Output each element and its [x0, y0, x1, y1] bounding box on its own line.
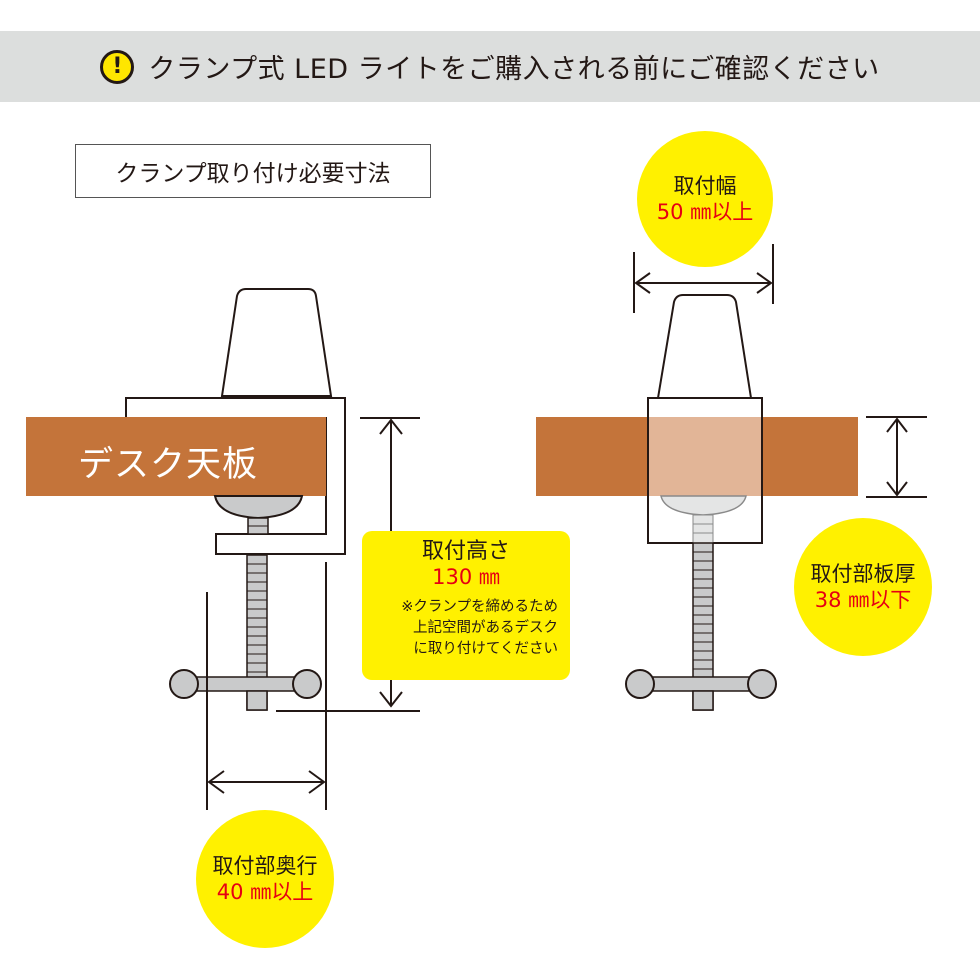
thickness-label: 取付部板厚	[810, 561, 916, 586]
section-title: クランプ取り付け必要寸法	[75, 144, 431, 198]
depth-label: 取付部奥行	[212, 853, 318, 878]
thickness-value: 38 ㎜以下	[814, 588, 912, 612]
note-line: に取り付けてください	[413, 641, 558, 658]
thickness-dimension	[866, 416, 927, 498]
front-view-clamp	[536, 294, 858, 711]
banner-title: クランプ式 LED ライトをご購入される前にご確認ください	[148, 54, 880, 85]
width-callout: 取付幅 50 ㎜以上	[637, 131, 773, 267]
width-dimension	[633, 244, 774, 313]
height-note: ※クランプを締めるため 上記空間があるデスク に取り付けてください	[362, 597, 570, 661]
width-label: 取付幅	[673, 173, 737, 198]
note-line: ※クランプを締めるため	[401, 598, 558, 615]
height-callout: 取付高さ 130 ㎜ ※クランプを締めるため 上記空間があるデスク に取り付けて…	[362, 531, 570, 680]
depth-value: 40 ㎜以上	[216, 880, 314, 904]
side-view-clamp	[26, 288, 346, 711]
exclamation-warning-icon: !	[100, 49, 135, 84]
warning-banner: ! クランプ式 LED ライトをご購入される前にご確認ください	[0, 31, 980, 102]
note-line: 上記空間があるデスク	[413, 620, 558, 637]
desk-board-side	[26, 417, 326, 496]
height-value: 130 ㎜	[432, 565, 500, 590]
depth-dimension	[206, 562, 327, 810]
width-value: 50 ㎜以上	[656, 200, 754, 224]
desk-label: デスク天板	[78, 445, 259, 485]
height-label: 取付高さ	[421, 539, 510, 564]
thickness-callout: 取付部板厚 38 ㎜以下	[794, 518, 932, 656]
depth-callout: 取付部奥行 40 ㎜以上	[196, 810, 334, 948]
